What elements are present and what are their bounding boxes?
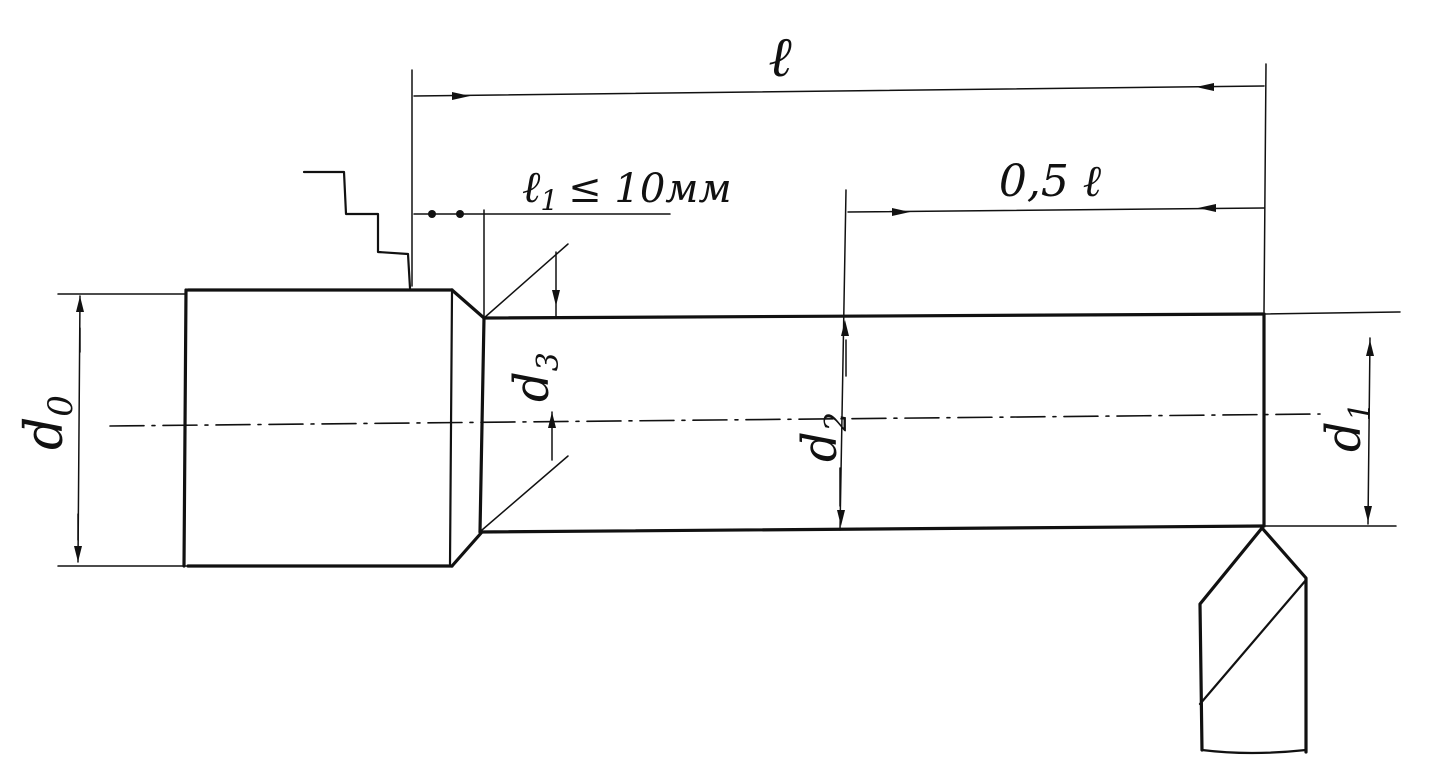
drill-tip (1198, 526, 1308, 755)
dimension-length-l: ℓ (411, 25, 1267, 313)
d0-subscript: 0 (41, 395, 81, 417)
l1-label: ℓ (522, 162, 541, 213)
d1-subscript: 1 (1343, 402, 1378, 421)
half-length-label: 0,5 ℓ (999, 156, 1102, 207)
axis-centerline (109, 413, 1321, 427)
dimension-d3: d3 (481, 243, 569, 531)
svg-text:d1: d1 (1316, 402, 1378, 452)
svg-text:d3: d3 (504, 352, 566, 402)
shank-body (182, 288, 486, 568)
dimension-d2: d2 (792, 189, 854, 531)
length-l-label: ℓ (768, 25, 792, 90)
dimension-half-length: 0,5 ℓ (847, 156, 1265, 216)
d3-label: d (504, 371, 560, 402)
d3-subscript: 3 (531, 352, 566, 371)
step-leader (302, 170, 412, 290)
dimension-d1: d1 (1263, 311, 1401, 527)
drill-body (478, 312, 1266, 534)
l1-relation: ≤ 10мм (568, 166, 731, 212)
svg-text:d0: d0 (15, 395, 81, 450)
d2-label: d (792, 431, 848, 462)
svg-text:d2: d2 (792, 412, 854, 462)
dimension-length-l1: ℓ1 ≤ 10мм (413, 162, 732, 319)
dimension-d0: d0 (15, 293, 187, 567)
d2-subscript: 2 (819, 412, 854, 432)
d1-label: d (1316, 421, 1372, 452)
l1-subscript: 1 (540, 184, 558, 217)
d0-label: d (15, 417, 75, 450)
svg-text:ℓ1≤ 10мм: ℓ1 ≤ 10мм (522, 162, 732, 217)
